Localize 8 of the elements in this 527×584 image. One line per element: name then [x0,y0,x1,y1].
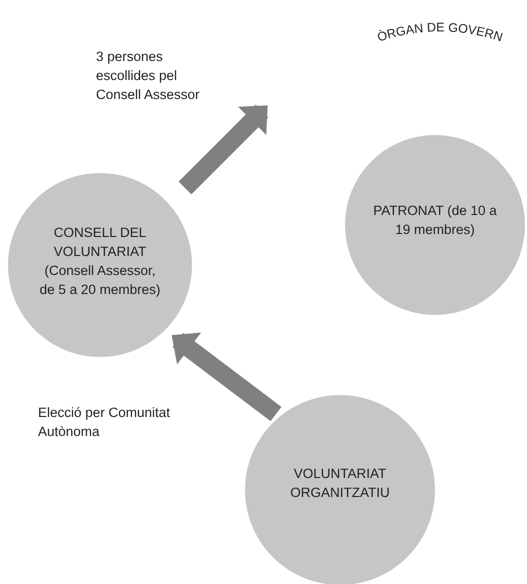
arrow [172,332,282,422]
curved-heading: ÒRGAN DE GOVERN [376,20,504,44]
edge-label: Elecció per Comunitat Autònoma [38,404,172,441]
node-text: VOLUNTARIAT ORGANITZATIU [289,465,391,502]
edge-label: 3 persones escollides pel Consell Assessor [96,48,201,104]
node-text: PATRONAT (de 10 a 19 membres) [372,202,498,239]
node-text: CONSELL DEL VOLUNTARIAT (Consell Assessor, de 5 a 20 membres) [38,224,162,299]
arrow [178,104,268,194]
